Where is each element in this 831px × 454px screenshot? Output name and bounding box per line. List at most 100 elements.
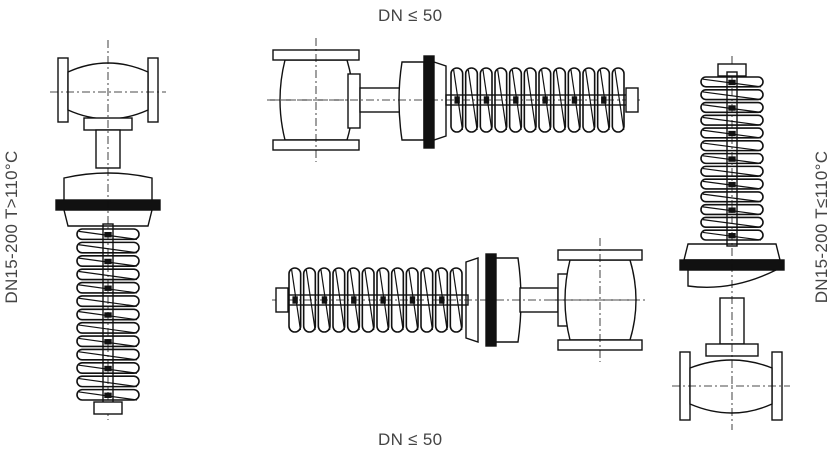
spring-turn — [700, 229, 764, 241]
spring-turn — [700, 114, 764, 126]
rod-marker — [728, 207, 736, 213]
spring-turn — [434, 267, 449, 333]
rod-marker — [104, 312, 112, 318]
rod-marker — [351, 296, 357, 304]
spring-turn — [76, 308, 140, 321]
spring-turn — [508, 67, 523, 133]
rod-marker — [728, 181, 736, 188]
spring-wire — [702, 91, 762, 101]
spring-turn — [700, 88, 764, 101]
spring-wire — [702, 219, 762, 228]
spring-turn — [700, 101, 764, 114]
spring-wire — [585, 69, 596, 131]
spring-rod — [726, 71, 738, 247]
spring-turn — [288, 267, 302, 333]
spring-wire — [497, 69, 508, 131]
spring-wire — [467, 69, 478, 131]
label-right-orientation: DN15-200 T≤110°C — [812, 150, 831, 304]
spring-turn — [700, 178, 764, 190]
label-left-orientation: DN15-200 T>110°C — [2, 150, 21, 304]
valve-body-bottom — [272, 238, 648, 362]
valve-body-right — [672, 56, 790, 430]
rod-marker — [728, 130, 736, 137]
spring-turn — [361, 267, 375, 333]
spring-turn — [700, 140, 764, 152]
diaphragm-left — [398, 61, 425, 141]
spring-wire — [78, 244, 138, 254]
spring-wire — [78, 377, 138, 388]
spring-wire — [702, 193, 762, 203]
valve-horizontal-spring-left — [272, 238, 648, 362]
spring-turn — [76, 348, 140, 361]
neck-tube — [719, 297, 745, 345]
rod-marker — [321, 296, 328, 304]
spring-coil-bottom — [275, 267, 469, 333]
spring-turn — [700, 165, 764, 177]
spring-coil-top — [445, 67, 639, 133]
flange-right — [147, 57, 159, 123]
spring-turn — [317, 267, 331, 333]
rod-marker — [409, 296, 416, 304]
rod-marker — [542, 96, 548, 104]
label-top-orientation: DN ≤ 50 — [378, 6, 443, 25]
spring-wire — [335, 269, 346, 331]
valve-vertical-spring-up — [672, 56, 790, 430]
spring-wire — [526, 69, 537, 131]
valve-body-left — [50, 40, 166, 420]
spring-turn — [700, 152, 764, 165]
spring-cap — [93, 401, 123, 415]
rod-marker — [728, 156, 736, 162]
spring-wire — [423, 269, 434, 331]
spring-wire — [614, 69, 625, 131]
spring-turn — [405, 267, 419, 333]
rod-marker — [104, 231, 112, 238]
spring-cap — [717, 63, 747, 77]
spring-turn — [700, 203, 764, 216]
rod-marker — [104, 392, 112, 398]
spring-turn — [494, 67, 508, 133]
spring-turn — [376, 267, 390, 333]
spring-turn — [76, 321, 140, 334]
spring-turn — [76, 228, 140, 241]
rod-marker — [483, 96, 490, 104]
rod-marker — [728, 105, 736, 111]
label-bottom-orientation: DN ≤ 50 — [378, 430, 443, 449]
spring-wire — [702, 167, 762, 177]
rod-marker — [292, 296, 298, 304]
rod-marker — [728, 232, 736, 239]
spring-turn — [596, 67, 611, 133]
spring-coil-left — [76, 223, 140, 415]
spring-turn — [76, 281, 140, 294]
spring-wire — [702, 142, 762, 152]
diaphragm-right — [433, 61, 447, 141]
spring-wire — [78, 351, 138, 361]
spring-wire — [78, 270, 138, 281]
spring-turn — [582, 67, 596, 133]
spring-wire — [702, 116, 762, 126]
spring-turn — [700, 216, 764, 229]
spring-turn — [552, 67, 567, 133]
spring-wire — [364, 269, 375, 331]
spring-turn — [76, 254, 140, 267]
spring-turn — [76, 241, 140, 254]
flange-left — [57, 57, 69, 123]
spring-coil-right — [700, 63, 764, 247]
spring-turn — [450, 67, 464, 133]
spring-wire — [78, 324, 138, 334]
rod-marker — [104, 339, 112, 345]
rod-marker — [104, 285, 112, 291]
spring-turn — [449, 267, 463, 333]
spring-wire — [393, 269, 404, 331]
spring-turn — [390, 267, 405, 333]
spring-turn — [76, 362, 140, 375]
spring-turn — [538, 67, 552, 133]
rod-marker — [439, 296, 445, 304]
valve-body-top — [267, 38, 640, 162]
spring-turn — [700, 127, 764, 139]
spring-turn — [302, 267, 317, 333]
spring-turn — [76, 335, 140, 348]
spring-turn — [76, 268, 140, 281]
rod-marker — [601, 96, 607, 104]
spring-turn — [346, 267, 361, 333]
